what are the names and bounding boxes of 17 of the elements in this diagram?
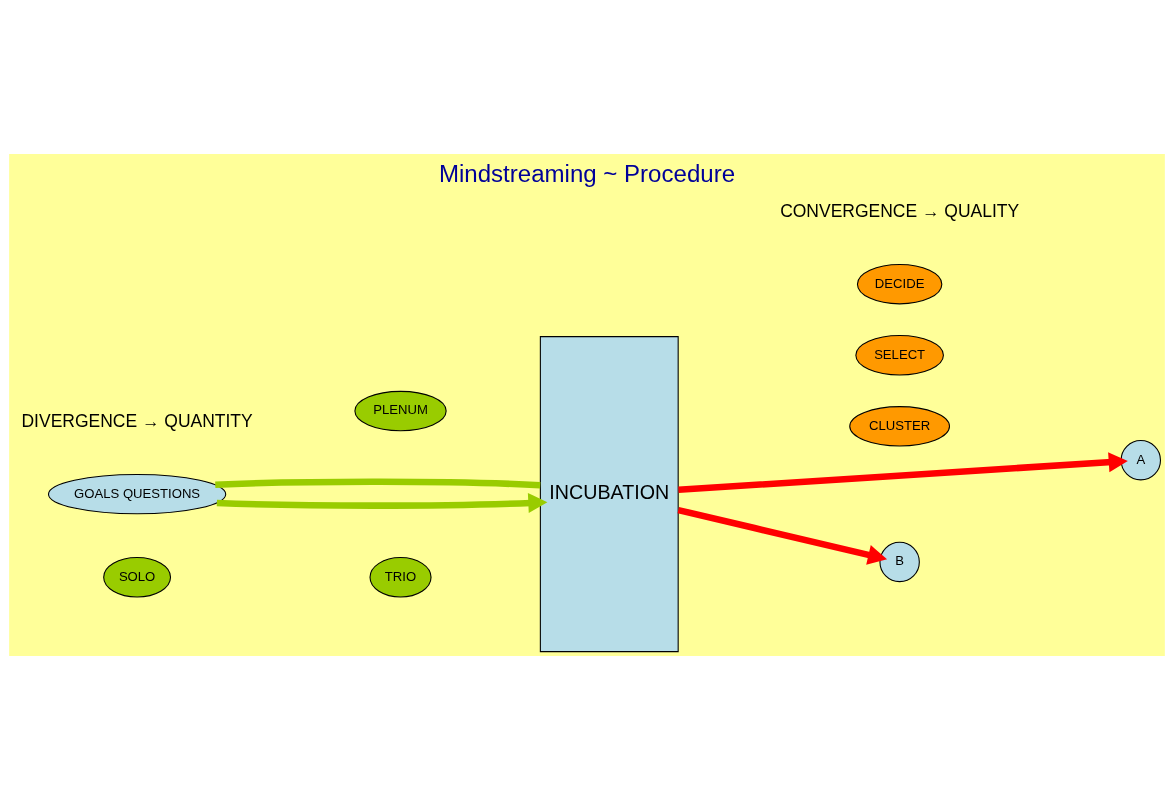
node-ellipse: SOLO: [103, 557, 172, 598]
diagram-title: Mindstreaming ~ Procedure: [438, 160, 736, 187]
node-ellipse: TRIO: [369, 557, 432, 598]
node-circle: A: [1120, 440, 1162, 481]
node-ellipse: DECIDE: [856, 263, 943, 305]
node-ellipse: SELECT: [855, 335, 944, 376]
node-ellipse: CLUSTER: [849, 406, 951, 447]
arrow: [678, 452, 1128, 494]
node-circle: B: [879, 541, 920, 583]
connector: [215, 478, 541, 489]
arrow: [677, 506, 888, 565]
node-box: INCUBATION: [539, 336, 679, 653]
label: DIVERGENCE → QUANTITY: [21, 411, 253, 432]
node-ellipse: PLENUM: [354, 390, 447, 432]
label: CONVERGENCE → QUALITY: [780, 201, 1020, 222]
node-ellipse: GOALS QUESTIONS: [47, 473, 227, 515]
arrow: [216, 493, 548, 514]
